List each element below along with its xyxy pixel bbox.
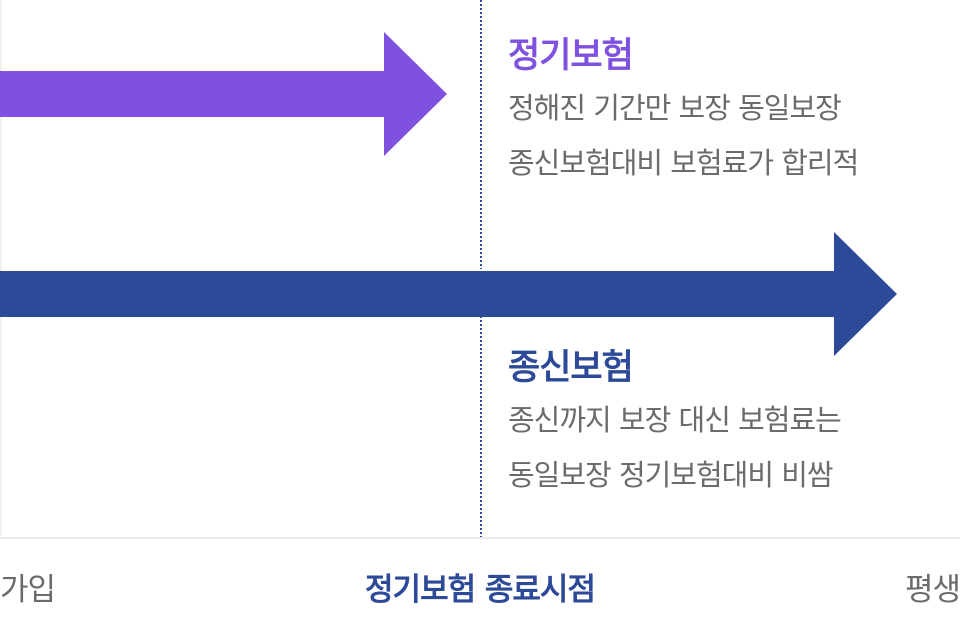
whole-life-insurance-label: 종신보험 종신까지 보장 대신 보험료는 동일보장 정기보험대비 비쌈: [508, 346, 842, 506]
term-insurance-desc-line-2: 종신보험대비 보험료가 합리적: [508, 146, 859, 180]
whole-life-insurance-arrow: [0, 232, 897, 356]
term-insurance-desc-line-1: 정해진 기간만 보장 동일보장: [508, 91, 842, 125]
timeline-middle-label: 정기보험 종료시점: [365, 572, 596, 608]
timeline-axis: [0, 537, 960, 539]
whole-life-insurance-desc-line-1: 종신까지 보장 대신 보험료는: [508, 403, 842, 437]
arrows-diagram: [0, 32, 897, 356]
term-insurance-label: 정기보험 정해진 기간만 보장 동일보장 종신보험대비 보험료가 합리적: [508, 34, 859, 194]
timeline-end-label: 평생: [904, 572, 960, 608]
left-boundary-line: [0, 0, 2, 538]
timeline-start-label: 가입: [0, 572, 56, 608]
whole-life-insurance-title: 종신보험: [508, 348, 634, 388]
whole-life-insurance-desc-line-2: 동일보장 정기보험대비 비쌈: [508, 458, 834, 492]
term-insurance-arrow: [0, 32, 447, 156]
term-insurance-title: 정기보험: [508, 36, 634, 76]
